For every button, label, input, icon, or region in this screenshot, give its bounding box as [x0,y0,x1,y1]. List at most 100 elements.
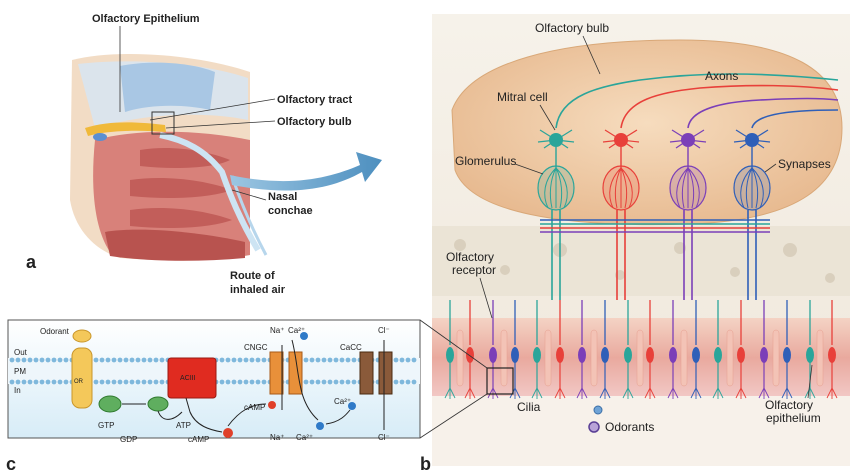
mitral-branch [555,139,575,143]
cacc-right [378,351,393,395]
lipid-head [303,357,309,363]
mitral-branch [733,139,753,143]
mitral-branch [602,139,622,143]
label-olfactory-bulb-a: Olfactory bulb [277,116,352,128]
lipid-head [255,379,261,385]
lipid-head [141,357,147,363]
label-epithelium-b-2: epithelium [766,411,821,425]
receptor-soma [828,347,836,363]
glomerulus-fiber [620,167,633,209]
receptor-cilia [599,387,611,399]
label-odorant: Odorant [40,327,70,336]
odorant-molecule [72,329,92,343]
lipid-head [129,357,135,363]
lipid-head [237,357,243,363]
label-camp-1: cAMP [188,435,209,444]
receptor-cilia [690,387,702,399]
lipid-head [309,357,315,363]
zoom-box [486,367,514,395]
lipid-head [225,357,231,363]
mitral-axons [555,73,839,129]
label-mitral-cell: Mitral cell [497,90,548,104]
concha-3 [130,208,232,228]
receptor-cilia [781,387,793,399]
lipid-head [123,357,129,363]
glomerulus-fiber [544,167,557,209]
label-cl-top: Cl⁻ [378,326,390,335]
label-route-2: inhaled air [230,284,286,296]
receptor-cilia [758,387,770,399]
or-label: OR [74,379,84,385]
lipid-head [123,379,129,385]
lipid-head [333,379,339,385]
receptor-soma [737,347,745,363]
leader-line [165,120,276,129]
leader-line [514,163,544,175]
lipid-head [321,379,327,385]
lipid-head [237,379,243,385]
panel-letter-a: a [26,252,37,272]
mitral-branch [687,129,705,141]
concha-2 [130,178,232,198]
label-out: Out [14,348,28,357]
label-ca-bottom: Ca²⁺ [296,433,313,442]
camp-molecule [223,428,233,438]
mitral-cells [537,129,771,211]
lipid-head [117,379,123,385]
lipid-head [249,357,255,363]
label-receptor-2: receptor [452,263,496,277]
label-na-bottom: Na⁺ [270,433,284,442]
label-camp-2: cAMP [244,403,265,412]
support-cell [456,329,464,387]
glomerulus-fiber [555,167,568,209]
g-protein [98,395,122,413]
label-route-1: Route of [230,270,275,282]
lipid-head [243,379,249,385]
lipid-head [255,357,261,363]
lipid-head [33,357,39,363]
receptor-cilia [644,387,656,399]
receptor-cilia [464,387,476,399]
lipid-head [345,357,351,363]
receptor-cilia [826,387,838,399]
receptor-cilia [735,387,747,399]
receptor-cilia [531,387,543,399]
camp-molecule [268,401,276,409]
mitral-branch [620,139,634,149]
label-na-top: Na⁺ [270,326,284,335]
receptor-soma [578,347,586,363]
lipid-head [309,379,315,385]
receptor-soma [466,347,474,363]
palate [105,229,245,261]
panel-c: OR ACIII Odorant Out [6,319,421,473]
glomerulus-fiber [751,167,764,209]
lipid-head [39,379,45,385]
label-cilia: Cilia [517,400,541,414]
lipid-head [99,379,105,385]
lipid-head [21,379,27,385]
receptor-cilia [576,387,588,399]
leader-line [231,189,267,201]
acii-label: ACIII [180,375,196,382]
calcium-ion [316,422,324,430]
air-route [159,132,261,252]
receptor-soma [783,347,791,363]
mitral-branch [620,139,640,143]
mitral-branch [751,129,769,141]
lipid-head [153,357,159,363]
lipid-head [135,357,141,363]
lipid-head [339,357,345,363]
lipid-head [117,357,123,363]
lipid-head [105,379,111,385]
glomerulus-fiber [614,167,622,209]
receptor-soma [669,347,677,363]
lipid-head [99,357,105,363]
label-pm: PM [14,367,26,376]
lipid-head [231,357,237,363]
big-arrow [230,152,382,191]
mitral-branch [539,129,557,141]
lipid-head [315,357,321,363]
receptor-soma [806,347,814,363]
leader-line [582,35,601,75]
lipid-head [105,357,111,363]
